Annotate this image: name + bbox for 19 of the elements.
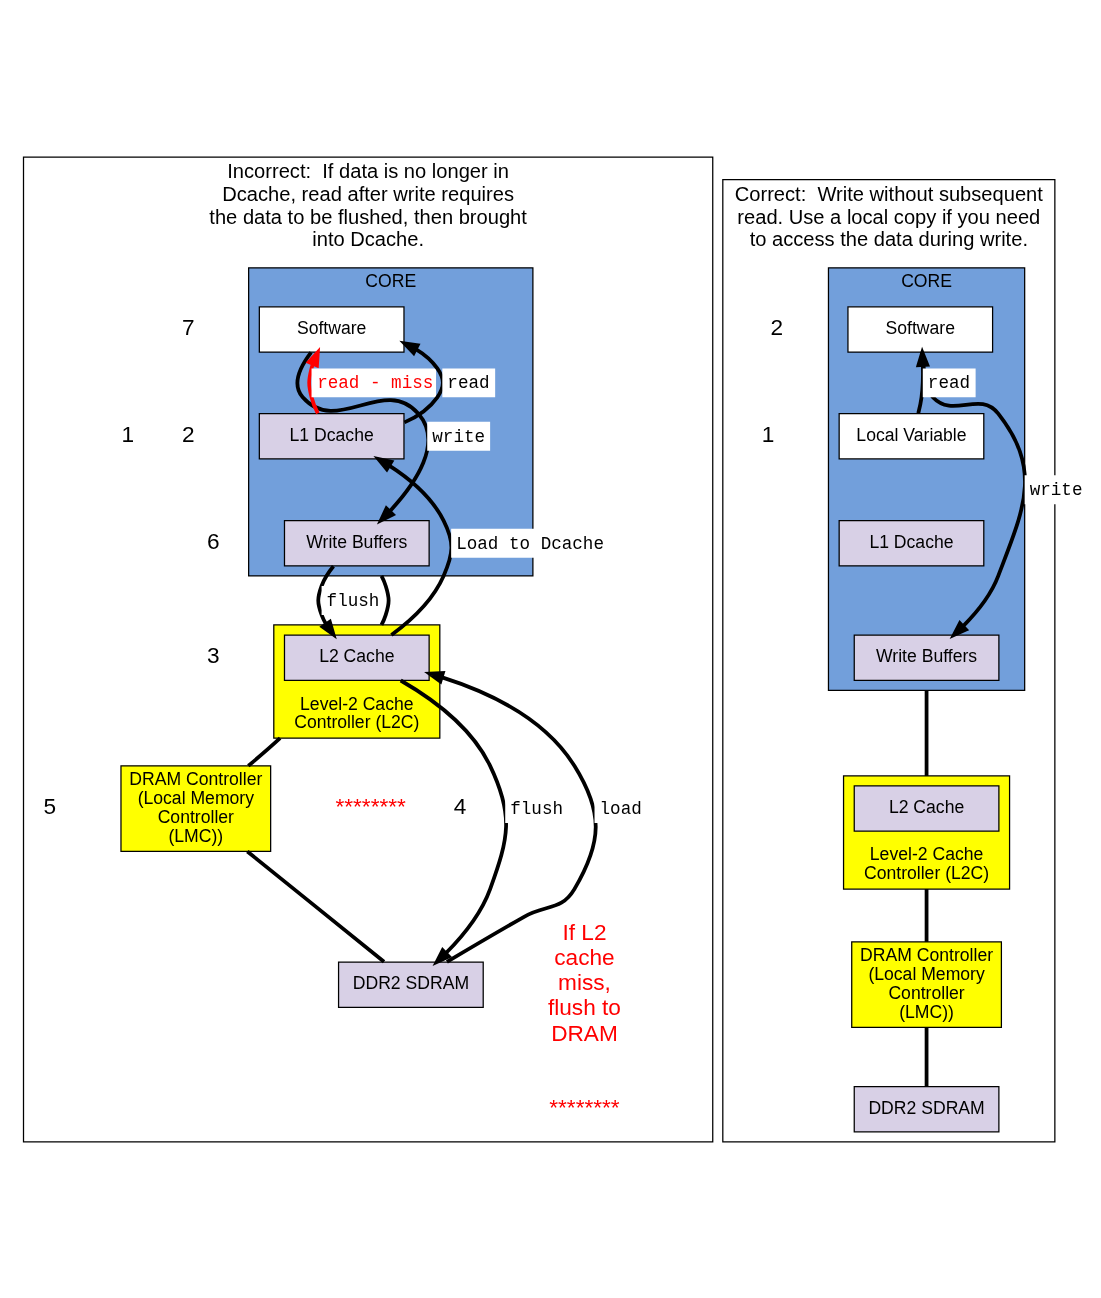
edge-label: write [432,426,486,447]
label: If L2 cache miss, flush to DRAM [547,919,621,1046]
label: 2 [770,314,784,340]
label: 6 [207,528,220,554]
label: 4 [453,793,467,819]
edge-label: read [927,372,971,393]
label: 1 [121,421,135,447]
edge-label: flush [510,798,564,819]
edge-label: read - miss [317,372,434,393]
label: 5 [43,793,57,819]
edge-label: load [599,798,642,819]
label: ******** [335,793,406,819]
label: 1 [761,421,775,447]
label: 3 [207,642,220,668]
edge-label: flush [326,590,380,611]
label: 7 [181,314,195,340]
label: 2 [181,421,195,447]
edge-label: read [447,372,490,393]
label: ******** [549,1094,620,1120]
